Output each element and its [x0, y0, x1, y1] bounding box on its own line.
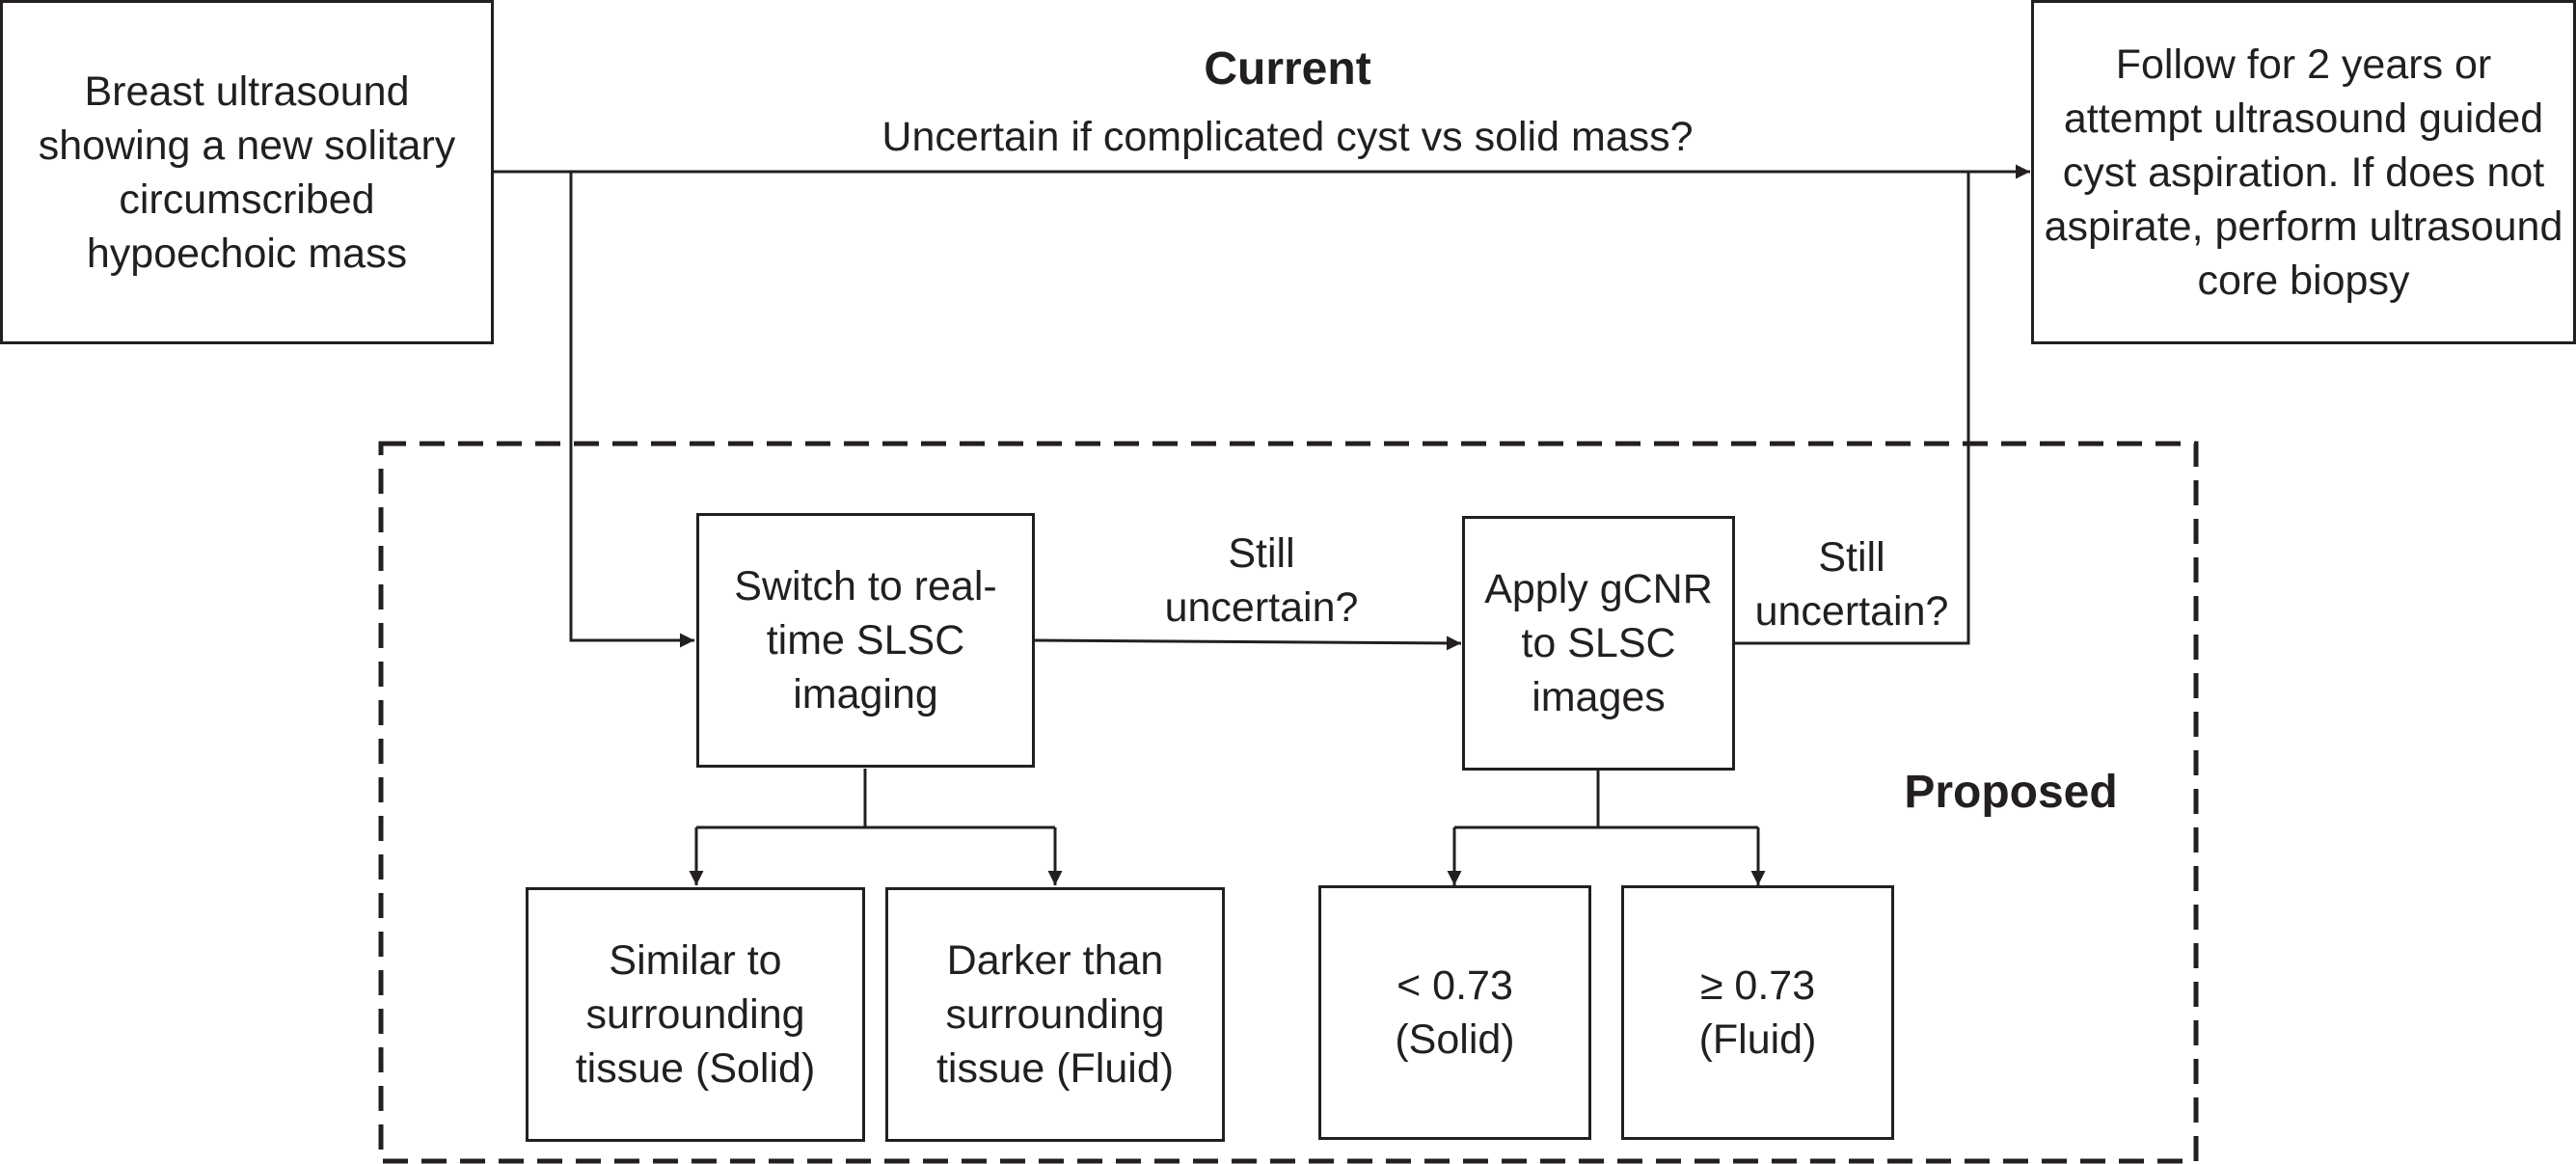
start-to-slsc-arrow — [569, 172, 694, 648]
darker-box-text: Darker than surrounding tissue (Fluid) — [935, 937, 1175, 1092]
slsc-box: Switch to real-time SLSC imaging — [696, 513, 1035, 768]
slsc-to-gcnr-arrow — [1033, 636, 1462, 651]
still-uncertain-label-2: Still uncertain? — [1754, 534, 1949, 635]
darker-box: Darker than surrounding tissue (Fluid) — [885, 887, 1225, 1142]
gcnr-box-text: Apply gCNR to SLSC images — [1484, 566, 1713, 720]
proposed-region — [378, 441, 2199, 1164]
similar-box: Similar to surrounding tissue (Solid) — [526, 887, 865, 1142]
gcnr-box: Apply gCNR to SLSC images — [1462, 516, 1735, 771]
proposed-label: Proposed — [1904, 767, 2118, 818]
slsc-box-text: Switch to real-time SLSC imaging — [734, 563, 997, 717]
ge-box-text: ≥ 0.73 (Fluid) — [1698, 962, 1817, 1063]
follow-box-text: Follow for 2 years or attempt ultrasound… — [2044, 41, 2563, 304]
similar-box-text: Similar to surrounding tissue (Solid) — [575, 937, 816, 1092]
follow-box: Follow for 2 years or attempt ultrasound… — [2031, 0, 2576, 344]
current-question-label: Uncertain if complicated cyst vs solid m… — [881, 114, 1694, 160]
still-uncertain-label-1: Still uncertain? — [1164, 530, 1359, 631]
lt-box-text: < 0.73 (Solid) — [1395, 962, 1515, 1063]
start-box-text: Breast ultrasound showing a new solitary… — [38, 68, 456, 277]
ge-box: ≥ 0.73 (Fluid) — [1621, 885, 1894, 1140]
lt-box: < 0.73 (Solid) — [1318, 885, 1591, 1140]
gcnr-to-current-line — [1734, 172, 1970, 645]
start-box: Breast ultrasound showing a new solitary… — [0, 0, 494, 344]
current-label: Current — [1204, 43, 1371, 95]
